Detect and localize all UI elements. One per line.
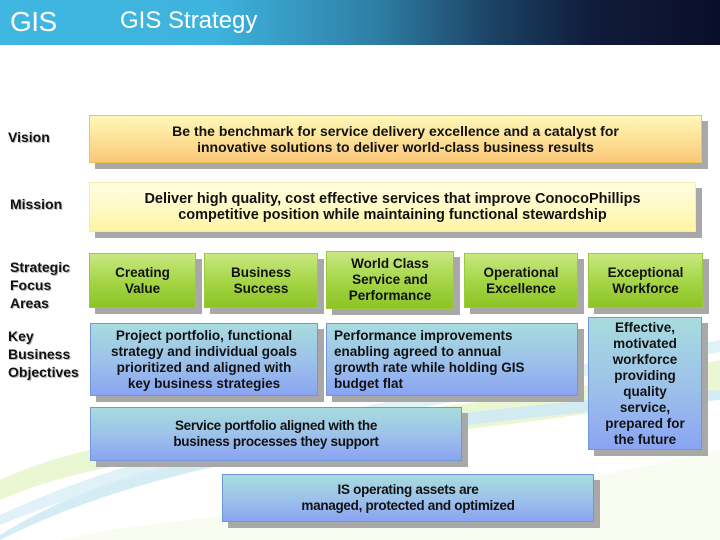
- objective-text-line: Performance improvements: [334, 327, 513, 343]
- focus-text-line: Excellence: [486, 280, 556, 296]
- objective-text-line: key business strategies: [127, 375, 281, 391]
- vision-box: Be the benchmark for service delivery ex…: [89, 115, 702, 163]
- mission-text-line: Deliver high quality, cost effective ser…: [144, 191, 641, 207]
- objective-text-line: Effective,: [614, 319, 676, 335]
- objective-text-line: managed, protected and optimized: [301, 498, 515, 513]
- focus-text-line: Performance: [348, 288, 432, 303]
- objective-text-line: providing: [614, 367, 676, 383]
- objective-performance-improvements: Performance improvements enabling agreed…: [326, 323, 578, 396]
- label-line: Focus: [10, 277, 52, 293]
- mission-box: Deliver high quality, cost effective ser…: [89, 182, 696, 232]
- vision-text-line: innovative solutions to deliver world-cl…: [197, 139, 594, 155]
- objective-text-line: prepared for: [605, 415, 685, 431]
- label-vision: Vision: [8, 129, 50, 145]
- label-key-business-objectives: Key Business Objectives: [8, 327, 79, 381]
- label-line: Areas: [10, 295, 49, 311]
- objective-text-line: growth rate while holding GIS: [334, 359, 525, 375]
- objective-text-line: strategy and individual goals: [110, 343, 298, 359]
- focus-text-line: World Class: [351, 256, 429, 271]
- objective-text-line: business processes they support: [173, 434, 379, 449]
- focus-text-line: Exceptional: [607, 264, 684, 280]
- objective-text-line: prioritized and aligned with: [116, 359, 292, 375]
- label-strategic-focus-areas: Strategic Focus Areas: [10, 258, 70, 312]
- focus-text-line: Operational: [483, 264, 559, 280]
- focus-text-line: Success: [233, 280, 289, 296]
- label-line: Objectives: [8, 364, 79, 380]
- focus-world-class-service: World Class Service and Performance: [326, 251, 454, 309]
- objective-is-operating-assets: IS operating assets are managed, protect…: [222, 474, 594, 522]
- focus-operational-excellence: Operational Excellence: [464, 253, 578, 308]
- focus-business-success: Business Success: [204, 253, 318, 308]
- focus-text-line: Creating: [115, 264, 170, 280]
- objective-text-line: enabling agreed to annual: [334, 343, 502, 359]
- objective-project-portfolio: Project portfolio, functional strategy a…: [90, 323, 318, 396]
- focus-exceptional-workforce: Exceptional Workforce: [588, 253, 703, 308]
- label-line: Key: [8, 328, 34, 344]
- focus-creating-value: Creating Value: [89, 253, 196, 308]
- gis-logo: GIS: [10, 6, 57, 37]
- objective-text-line: IS operating assets are: [337, 482, 479, 497]
- focus-text-line: Service and: [352, 272, 428, 287]
- label-line: Strategic: [10, 259, 70, 275]
- objective-effective-workforce: Effective, motivated workforce providing…: [588, 317, 702, 450]
- objective-text-line: Service portfolio aligned with the: [174, 418, 378, 433]
- objective-text-line: the future: [613, 431, 677, 447]
- objective-text-line: motivated: [613, 335, 677, 351]
- focus-text-line: Value: [124, 280, 161, 296]
- objective-text-line: Project portfolio, functional: [115, 327, 293, 343]
- focus-text-line: Business: [230, 264, 292, 280]
- objective-text-line: service,: [619, 399, 671, 415]
- label-line: Business: [8, 346, 71, 362]
- page-title: GIS Strategy: [120, 7, 258, 34]
- objective-service-portfolio: Service portfolio aligned with the busin…: [90, 407, 462, 461]
- label-mission: Mission: [10, 196, 63, 212]
- objective-text-line: budget flat: [334, 375, 403, 391]
- objective-text-line: quality: [623, 383, 667, 399]
- title-bar: GIS GIS Strategy: [0, 0, 720, 45]
- focus-text-line: Workforce: [612, 280, 679, 296]
- mission-text-line: competitive position while maintaining f…: [178, 207, 607, 223]
- vision-text-line: Be the benchmark for service delivery ex…: [172, 123, 619, 139]
- objective-text-line: workforce: [612, 351, 678, 367]
